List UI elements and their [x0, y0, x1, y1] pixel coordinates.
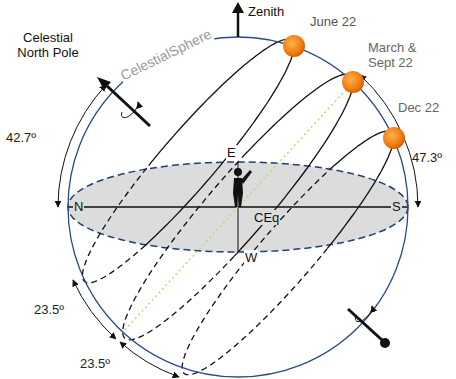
sun-equinox — [342, 71, 364, 93]
tilt-angle-arc — [73, 280, 116, 339]
rotation-arrow — [121, 102, 138, 118]
compass-label: W — [244, 250, 258, 265]
daily-sun-paths — [83, 39, 394, 375]
zenith-arrowhead — [232, 2, 244, 13]
sun-path-day — [327, 138, 393, 248]
angle-label: 23.5º — [34, 302, 64, 317]
zenith-label: Zenith — [248, 4, 284, 19]
compass-label: E — [226, 145, 237, 160]
observer-figure — [233, 168, 252, 207]
equator-dotted-line — [123, 82, 353, 332]
zenith-arrow — [237, 11, 240, 37]
compass-label: N — [73, 199, 84, 214]
sun-path-day — [242, 74, 353, 157]
angle-label: 47.3º — [412, 150, 442, 165]
south-pole-knob — [380, 338, 390, 348]
sun-path-day — [145, 47, 294, 246]
latitude-angle-arc — [58, 85, 106, 207]
equator-label: CEq — [253, 210, 280, 225]
rotation-arrow — [355, 306, 372, 322]
date-label: March & Sept 22 — [368, 40, 434, 70]
angle-label: 42.7º — [6, 130, 36, 145]
north-pole-arrowhead — [97, 77, 111, 90]
south-polar-axis — [348, 309, 382, 340]
sun-path-day — [234, 82, 353, 256]
sun-june — [283, 35, 305, 57]
pole-label: Celestial North Pole — [6, 30, 90, 60]
horizon-plane — [68, 162, 408, 252]
tilt-angle-arc — [120, 342, 179, 377]
sun-path-night — [123, 158, 242, 340]
date-label: Dec 22 — [398, 100, 439, 115]
celestial-sphere-outline — [68, 37, 408, 377]
north-polar-axis — [107, 86, 150, 126]
date-label: June 22 — [310, 14, 356, 29]
sphere-label: CelestialSphere — [117, 26, 214, 84]
sun-december — [383, 127, 405, 149]
sun-path-night — [182, 169, 331, 375]
sun-path-night — [83, 166, 149, 283]
angle-label: 23.5º — [80, 356, 110, 371]
compass-label: S — [391, 199, 402, 214]
equator-altitude-arc — [360, 75, 418, 207]
